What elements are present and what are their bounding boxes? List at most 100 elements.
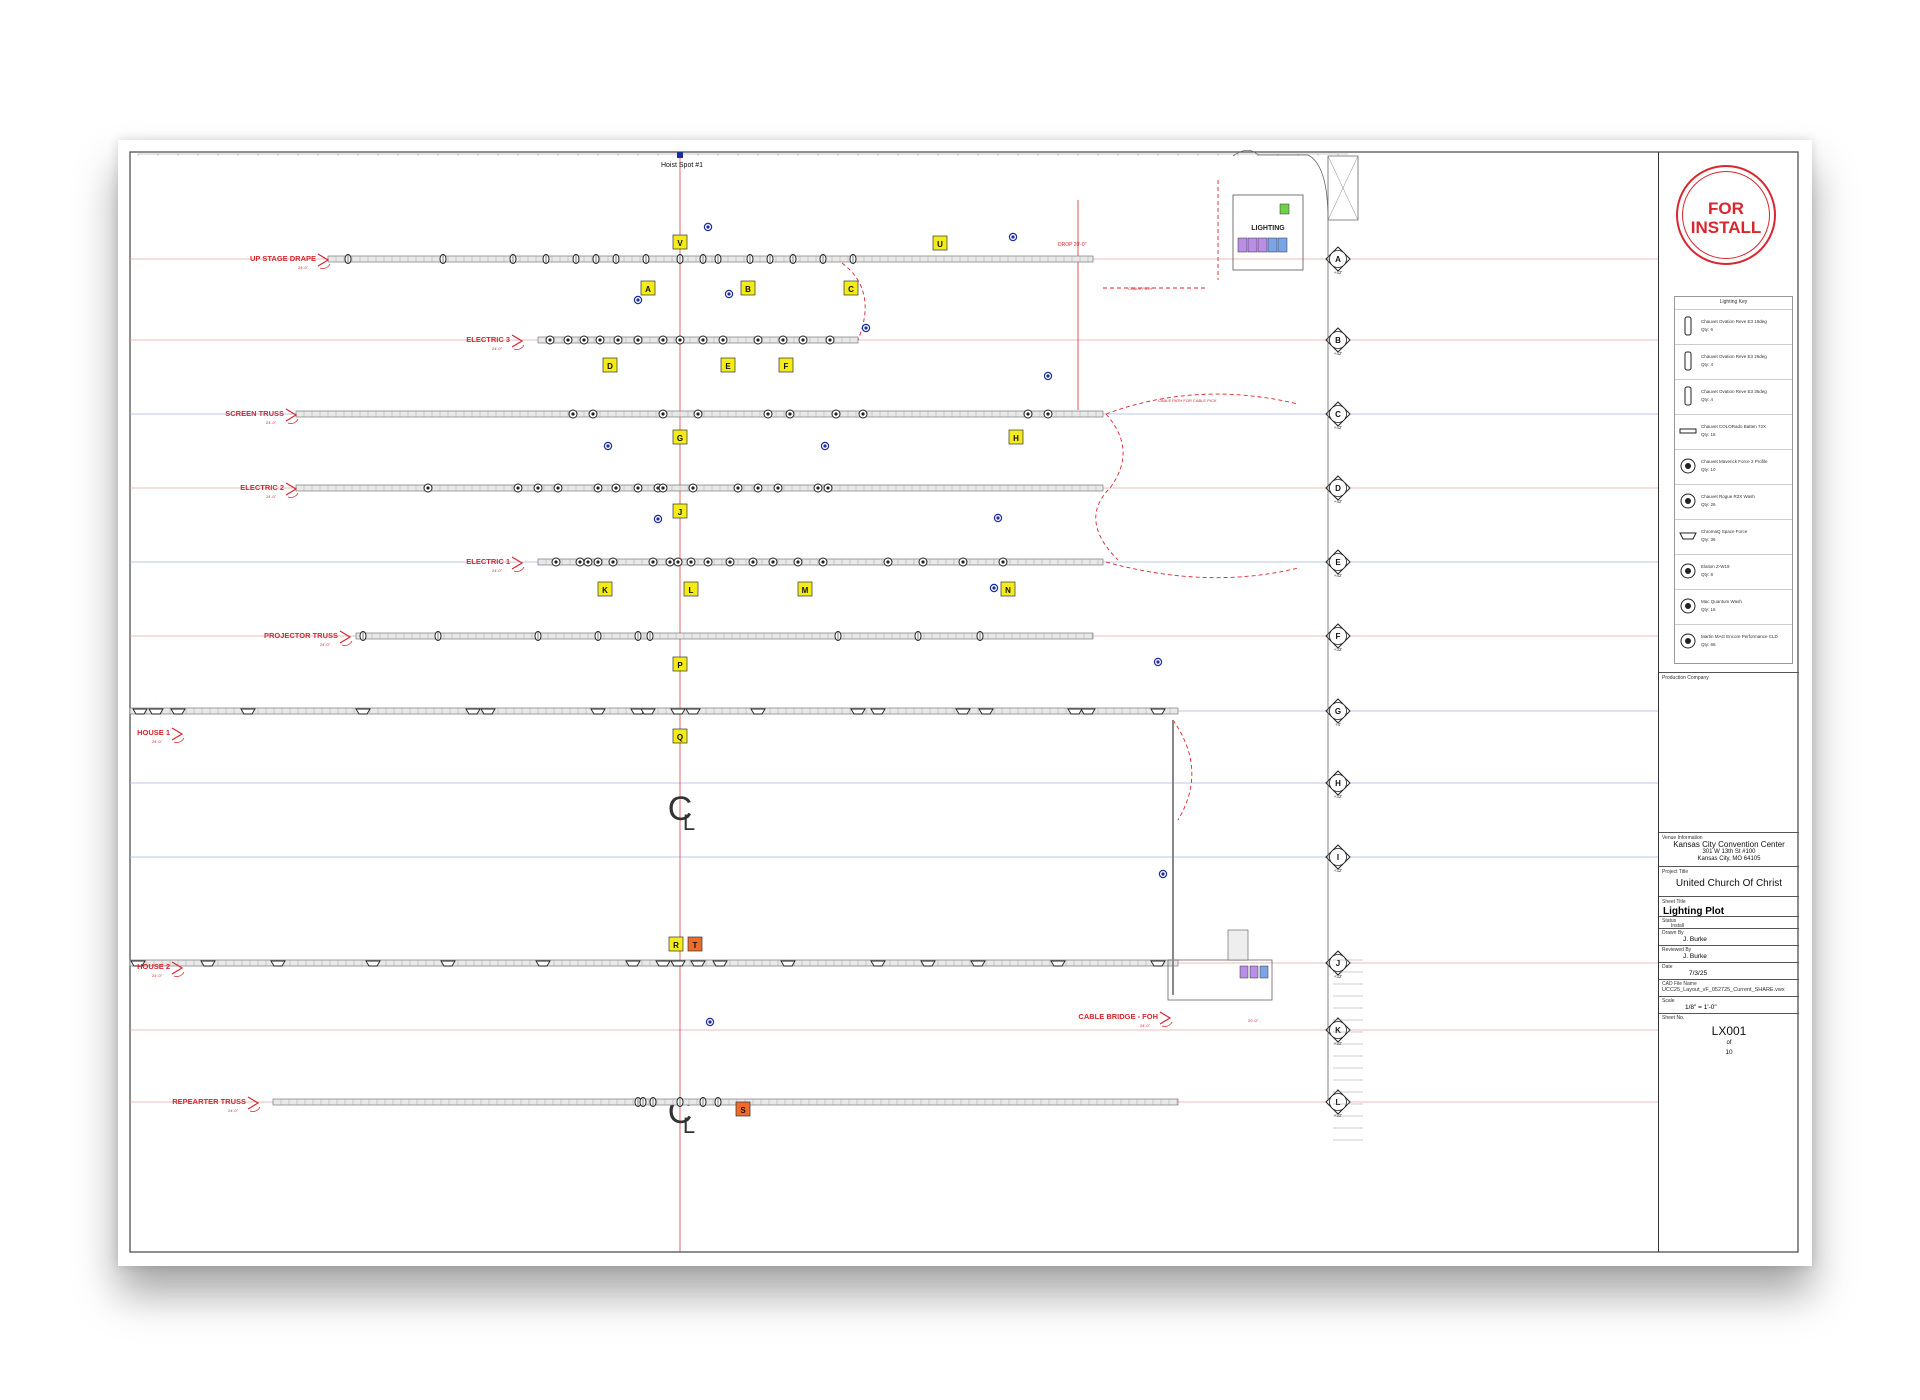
- gridline-circle: [1329, 954, 1347, 972]
- gridline-distance: +32': [1334, 647, 1343, 652]
- equipment-rack: [1257, 237, 1268, 253]
- fixture-body: [970, 960, 986, 967]
- fixture-label: ·: [698, 405, 699, 408]
- ellipsoidal-icon: [1679, 315, 1697, 337]
- fixture-label: ·: [513, 250, 514, 253]
- fixture-body: [535, 960, 551, 967]
- fixture-label: ·: [703, 250, 704, 253]
- fixture-body: [270, 960, 286, 967]
- date-value: 7/3/25: [1689, 970, 1708, 977]
- fixture: ·: [870, 702, 886, 715]
- hoist-tag-letter: A: [645, 285, 651, 294]
- hoist-tag-letter: M: [802, 586, 809, 595]
- fixture-label: ·: [793, 250, 794, 253]
- fixture-label: ·: [543, 954, 544, 957]
- fixture-label: ·: [1028, 405, 1029, 408]
- fixture: ·: [513, 479, 523, 493]
- fixture-label: ·: [638, 331, 639, 334]
- hoist-tag-box: [843, 280, 859, 296]
- fixture: ·: [970, 954, 986, 967]
- fixture: ·: [858, 405, 868, 419]
- position-arrow: [171, 961, 184, 975]
- gridline-markers: A+42'B+42'C+42'D+42'E+42'F+32'G+4'H+32'I…: [1325, 246, 1351, 1118]
- gridline-distance: +32': [1334, 974, 1343, 979]
- gridline-distance: +32': [1334, 868, 1343, 873]
- fixture-label: ·: [798, 553, 799, 556]
- fixture: ·: [148, 702, 164, 715]
- fixture-lens: [801, 338, 805, 342]
- lighting-key-name: Chauvet Ovation Reve E3 19deg: [1701, 319, 1767, 324]
- fixture-body: [750, 708, 766, 715]
- gridline-letter: D: [1335, 484, 1341, 493]
- fixture: ·: [698, 331, 708, 345]
- fixture-label: ·: [718, 250, 719, 253]
- fixture-label: ·: [663, 405, 664, 408]
- fixture-label: ·: [593, 405, 594, 408]
- fixture-label: ·: [1075, 702, 1076, 705]
- lighting-key-qty: Qty: 66: [1701, 642, 1716, 647]
- hoist-tag-letter: D: [607, 362, 613, 371]
- space-force-icon: [1679, 525, 1697, 547]
- fixture-lens: [636, 486, 640, 490]
- drawn-by-label: Drawn By: [1662, 930, 1684, 936]
- fixture-label: ·: [678, 553, 679, 556]
- gridline-distance: +32': [1334, 1041, 1343, 1046]
- fixture-lens: [781, 338, 785, 342]
- fixture-label: ·: [1048, 405, 1049, 408]
- fixture: ·: [611, 479, 621, 493]
- gridline-circle: [1329, 1093, 1347, 1111]
- sheet-border: [129, 151, 1799, 1253]
- fixture-label: ·: [438, 627, 439, 630]
- fixture-body: [712, 960, 728, 967]
- gridline-circle: [1329, 250, 1347, 268]
- fixture-lens: [536, 486, 540, 490]
- equipment-rack: [1267, 237, 1278, 253]
- date-cell: Date 7/3/25: [1659, 962, 1799, 980]
- fixture-label: ·: [248, 702, 249, 705]
- position-arrow-arc: [173, 737, 185, 743]
- hoist-tag-box: [668, 936, 684, 952]
- gridline-circle: [1329, 774, 1347, 792]
- fixture: ·: [699, 1093, 707, 1107]
- position-arrow-arc: [287, 492, 299, 498]
- fixture: ·: [976, 627, 984, 641]
- scale-label: Scale: [1662, 998, 1675, 1004]
- fixture: ·: [914, 627, 922, 641]
- fixture-lens: [596, 560, 600, 564]
- fixture-body: [920, 960, 936, 967]
- position-height: 24'-0": [1140, 1023, 1151, 1028]
- fixture: ·: [423, 479, 433, 493]
- motor-marker-dot: [1161, 872, 1165, 876]
- fixture-label: ·: [718, 1093, 719, 1096]
- fixture-lens: [1046, 412, 1050, 416]
- fixture-label: ·: [878, 702, 879, 705]
- truss-bar: [295, 484, 1104, 492]
- fixture-label: ·: [598, 702, 599, 705]
- for-install-stamp: FOR INSTALL: [1676, 165, 1776, 265]
- position-arrow: [511, 556, 524, 570]
- lighting-key-name: Elation Z-W19: [1701, 564, 1730, 569]
- fixture-label: ·: [823, 250, 824, 253]
- fixture-label: ·: [670, 553, 671, 556]
- hoist-tag-letter: J: [678, 508, 682, 517]
- fixture-label: ·: [928, 954, 929, 957]
- fixture-lens: [676, 560, 680, 564]
- gridline-circle: [1329, 702, 1347, 720]
- fixture-label: ·: [783, 331, 784, 334]
- fixture-lens: [661, 412, 665, 416]
- position-arrow-arc: [1161, 1021, 1173, 1027]
- fixture: ·: [920, 954, 936, 967]
- fixture: ·: [703, 553, 713, 567]
- status-cell: Status Install: [1659, 916, 1799, 929]
- status-value: Install: [1671, 923, 1685, 929]
- fixture-label: ·: [738, 479, 739, 482]
- fixture: ·: [658, 405, 668, 419]
- fixture-label: ·: [558, 479, 559, 482]
- fixture-label: ·: [828, 479, 829, 482]
